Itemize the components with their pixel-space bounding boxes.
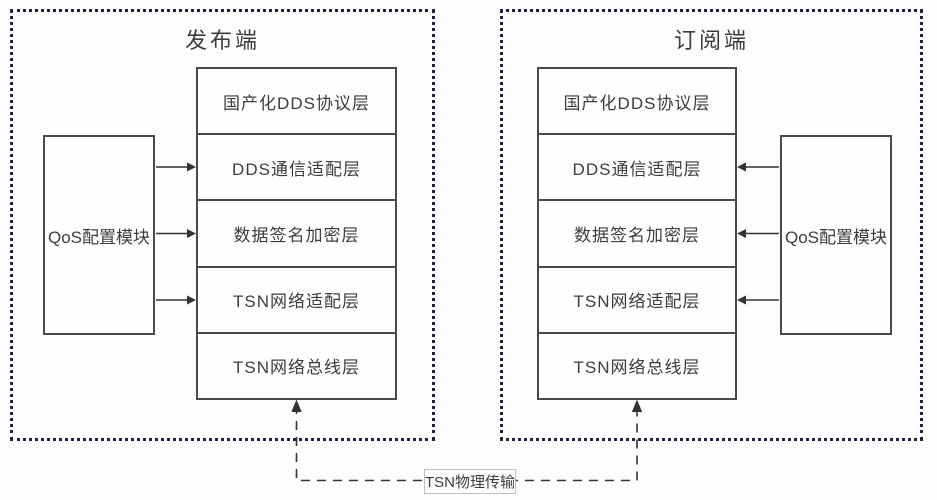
publisher-layer-stack: 国产化DDS协议层 DDS通信适配层 数据签名加密层 TSN网络适配层 TSN网… xyxy=(196,67,397,400)
subscriber-layer-tsn-bus: TSN网络总线层 xyxy=(573,358,701,378)
publisher-qos-module: QoS配置模块 xyxy=(43,135,155,335)
subscriber-panel-title: 订阅端 xyxy=(673,28,749,53)
subscriber-panel: 订阅端 xyxy=(500,9,923,441)
publisher-panel-title: 发布端 xyxy=(184,28,260,53)
subscriber-layer-dds-protocol: 国产化DDS协议层 xyxy=(539,69,735,136)
publisher-layer-signature-encryption: 数据签名加密层 xyxy=(198,201,395,268)
publisher-layer-dds-protocol: 国产化DDS协议层 xyxy=(198,69,395,136)
publisher-panel: 发布端 xyxy=(10,9,435,441)
tsn-transport-label: TSN物理传输 xyxy=(424,469,516,494)
subscriber-layer-tsn-adapter: TSN网络适配层 xyxy=(539,268,735,334)
subscriber-qos-module: QoS配置模块 xyxy=(780,135,892,335)
publisher-layer-tsn-bus: TSN网络总线层 xyxy=(233,358,360,378)
publisher-layer-dds-adapter: DDS通信适配层 xyxy=(198,135,395,202)
publisher-layer-tsn-adapter: TSN网络适配层 xyxy=(198,268,395,334)
subscriber-layer-stack: 国产化DDS协议层 DDS通信适配层 数据签名加密层 TSN网络适配层 TSN网… xyxy=(537,67,737,400)
subscriber-layer-signature-encryption: 数据签名加密层 xyxy=(539,201,735,268)
subscriber-layer-dds-adapter: DDS通信适配层 xyxy=(539,135,735,202)
